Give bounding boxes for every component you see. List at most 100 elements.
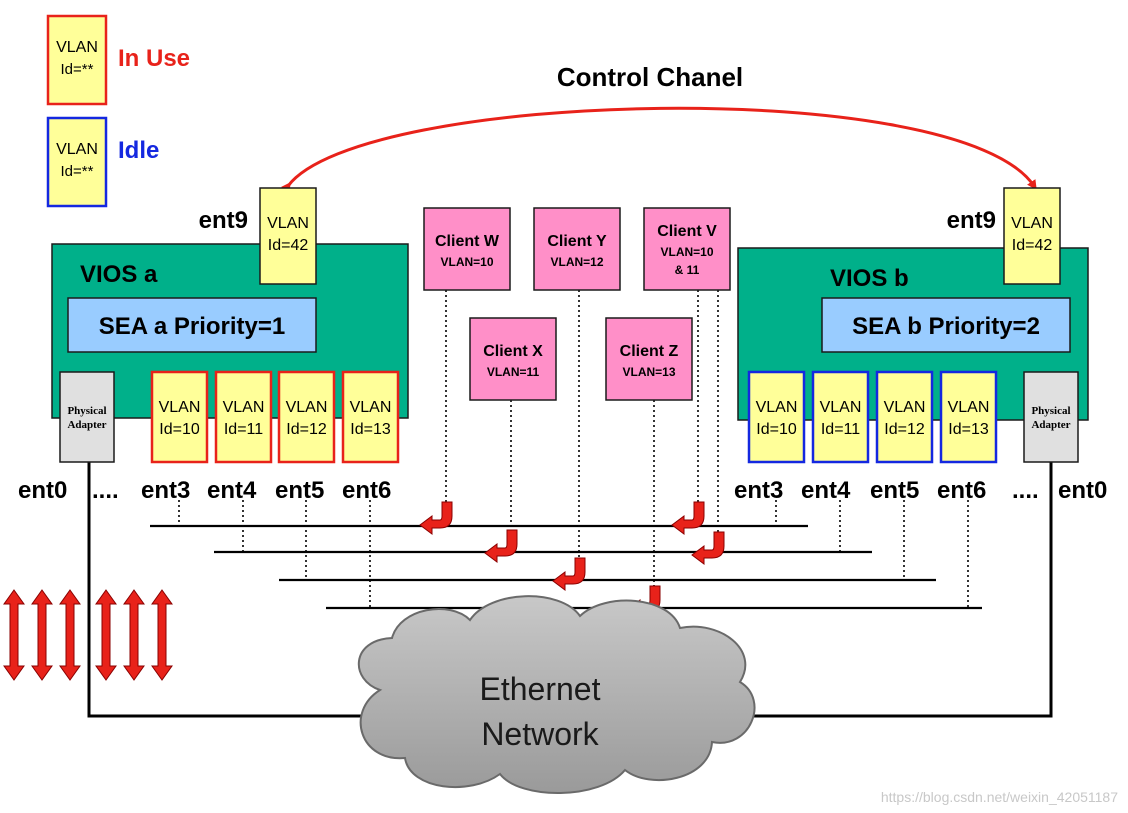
vios-a-ent0-label: ent0 (18, 477, 67, 504)
cloud-shape (357, 595, 756, 794)
vios-a-vlan-12 (277, 370, 336, 464)
legend-idle-swatch (46, 116, 108, 208)
vlan-id-text: Id=12 (884, 421, 925, 438)
vios-b-vlan-11 (811, 370, 870, 464)
vios-a-vlan-13 (341, 370, 400, 464)
vlan-id-text: Id=11 (224, 421, 263, 438)
vlan-id-text: Id=12 (286, 421, 327, 438)
vios-b: VIOS b SEA b Priority=2 ent9 VLAN Id=42 … (734, 187, 1107, 504)
network-line2: Network (481, 716, 599, 752)
uplink-line-a (87, 462, 370, 718)
client-w-name: Client W (435, 233, 500, 250)
connector-arrow-icon (419, 501, 453, 535)
double-arrow-icon (59, 589, 81, 681)
vios-a-physical-adapter (59, 371, 115, 463)
sea-b-box (821, 297, 1071, 353)
vios-b-ent3-label: ent3 (734, 477, 783, 504)
sea-a-box (67, 297, 317, 353)
vios-a-ent4-label: ent4 (207, 477, 257, 504)
client-z-name: Client Z (620, 343, 679, 360)
watermark: https://blog.csdn.net/weixin_42051187 (880, 789, 1118, 805)
vios-a-ctrl-vlan-vlan: VLAN (267, 215, 309, 232)
vios-a-ellipsis: .... (92, 477, 119, 504)
connector-arrow-icon (691, 531, 725, 565)
legend-idle: VLAN Id=** Idle (46, 116, 159, 208)
vios-b-ent4-label: ent4 (801, 477, 851, 504)
client-w-box (423, 207, 511, 291)
vios-b-physical-adapter (1023, 371, 1079, 463)
client-y-box (533, 207, 621, 291)
connector-arrow-icon (671, 501, 705, 535)
vios-b-ent5-label: ent5 (870, 477, 919, 504)
network-line1: Ethernet (480, 671, 601, 707)
double-arrow-icon (31, 589, 53, 681)
connector-arrow-icon (552, 557, 586, 591)
double-arrow-icon (123, 589, 145, 681)
client-v-vlan2: & 11 (675, 263, 700, 277)
client-z-box (605, 317, 693, 401)
client-x: Client X VLAN=11 (469, 317, 557, 401)
vlan-text: VLAN (948, 399, 990, 416)
vlan-text: VLAN (350, 399, 392, 416)
vios-b-vlan-13 (939, 370, 998, 464)
vios-b-ent6-label: ent6 (937, 477, 986, 504)
client-y-name: Client Y (547, 233, 607, 250)
vios-a-ctrl-vlan (259, 187, 317, 285)
client-v: Client V VLAN=10 & 11 (643, 207, 731, 291)
vlan-text: VLAN (820, 399, 862, 416)
vlan-text: VLAN (223, 399, 265, 416)
vlan-id-text: Id=10 (756, 421, 797, 438)
connector-arrow-icon (484, 529, 518, 563)
control-channel-label: Control Chanel (557, 62, 743, 92)
vios-a-ctrl-vlan-id: Id=42 (268, 237, 309, 254)
vios-b-physical-adapter-line1: Physical (1031, 405, 1070, 417)
client-w: Client W VLAN=10 (423, 207, 511, 291)
vios-a-title: VIOS a (80, 261, 158, 288)
client-z: Client Z VLAN=13 (605, 317, 693, 401)
vios-b-ent9-label: ent9 (947, 207, 996, 234)
ethernet-network-cloud: Ethernet Network (357, 595, 756, 794)
vlan-text: VLAN (159, 399, 201, 416)
vios-a-ent9-label: ent9 (199, 207, 248, 234)
client-v-vlan: VLAN=10 (660, 245, 713, 259)
vlan-id-text: Id=10 (159, 421, 200, 438)
client-x-name: Client X (483, 343, 543, 360)
vios-b-title: VIOS b (830, 265, 909, 292)
double-arrow-icon (151, 589, 173, 681)
vios-b-ellipsis: .... (1012, 477, 1039, 504)
vios-a-ent6-label: ent6 (342, 477, 391, 504)
sea-a-label: SEA a Priority=1 (99, 313, 286, 340)
legend-in-use-vlan: VLAN (56, 39, 98, 56)
client-y: Client Y VLAN=12 (533, 207, 621, 291)
uplink-line-b (745, 462, 1053, 718)
vios-b-vlan-12 (875, 370, 934, 464)
vios-a: VIOS a SEA a Priority=1 ent9 VLAN Id=42 … (18, 187, 409, 504)
legend-idle-id: Id=** (61, 163, 94, 180)
legend-in-use: VLAN Id=** In Use (46, 14, 190, 106)
vios-b-ctrl-vlan-vlan: VLAN (1011, 215, 1053, 232)
vios-b-ent0-label: ent0 (1058, 477, 1107, 504)
vios-b-physical-adapter-line2: Adapter (1031, 419, 1070, 431)
sea-b-label: SEA b Priority=2 (852, 313, 1040, 340)
legend-in-use-swatch (46, 14, 108, 106)
client-w-vlan: VLAN=10 (440, 255, 493, 269)
vlan-text: VLAN (884, 399, 926, 416)
vios-a-physical-adapter-line1: Physical (67, 405, 106, 417)
double-arrow-icon (95, 589, 117, 681)
double-arrow-icon (3, 589, 25, 681)
vios-a-physical-adapter-line2: Adapter (67, 419, 106, 431)
vlan-text: VLAN (286, 399, 328, 416)
traffic-arrows (3, 589, 173, 681)
legend-idle-label: Idle (118, 137, 159, 164)
client-x-box (469, 317, 557, 401)
adapter-drops (178, 290, 969, 608)
legend-idle-vlan: VLAN (56, 141, 98, 158)
vios-a-vlan-10 (150, 370, 209, 464)
vios-b-ctrl-vlan-id: Id=42 (1012, 237, 1053, 254)
client-v-name: Client V (657, 223, 717, 240)
client-v-box (643, 207, 731, 291)
legend-in-use-id: Id=** (61, 61, 94, 78)
client-z-vlan: VLAN=13 (622, 365, 675, 379)
legend-in-use-label: In Use (118, 45, 190, 72)
